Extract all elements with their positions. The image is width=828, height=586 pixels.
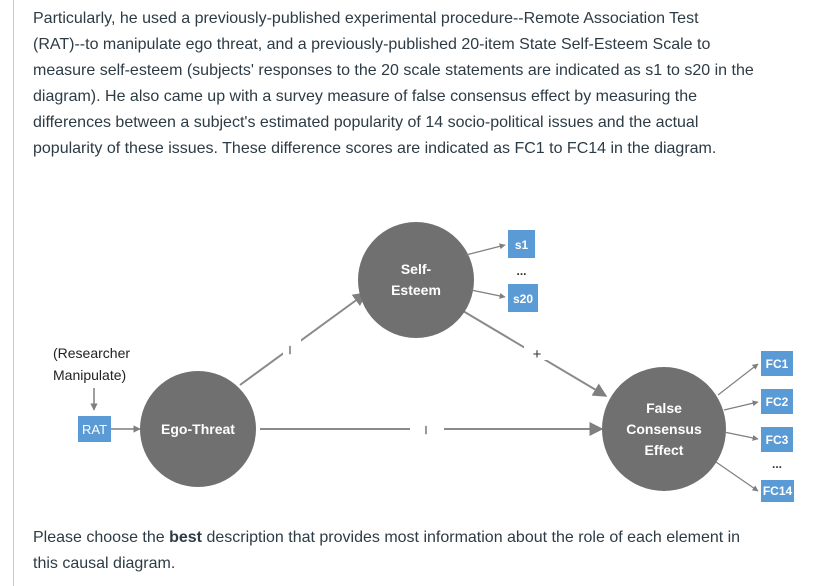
s1-box — [508, 230, 535, 258]
s20-label: s20 — [513, 292, 533, 306]
sign-ego-to-fce: – — [418, 426, 435, 435]
question-paragraph: Please choose the best description that … — [33, 525, 818, 577]
fc14-box — [761, 480, 794, 502]
selfesteem-to-s1-arrow — [465, 243, 506, 256]
fc2-box — [761, 389, 793, 414]
self-esteem-node — [358, 222, 474, 338]
fce-label-line1: False — [646, 400, 682, 416]
fc2-label: FC2 — [766, 395, 789, 409]
ego-threat-node — [140, 371, 256, 487]
intro-line: differences between a subject's estimate… — [33, 114, 699, 131]
fce-to-fc2-arrow — [723, 400, 759, 411]
sign-selfesteem-to-fce: + — [533, 346, 542, 363]
question-text-after: description that provides most informati… — [202, 529, 741, 546]
intro-line: Particularly, he used a previously-publi… — [33, 10, 699, 27]
intro-line: diagram). He also came up with a survey … — [33, 88, 698, 105]
false-consensus-effect-node — [602, 367, 726, 491]
s20-box — [508, 284, 538, 312]
fc14-label: FC14 — [763, 484, 793, 498]
self-esteem-label-line1: Self- — [401, 261, 432, 277]
researcher-label-line2: Manipulate) — [53, 367, 126, 383]
fc-ellipsis: ... — [772, 457, 782, 471]
intro-paragraph: Particularly, he used a previously-publi… — [33, 6, 818, 162]
selfesteem-to-s20-arrow — [470, 289, 506, 299]
question-emphasis: best — [169, 529, 202, 546]
intro-line: (RAT)--to manipulate ego threat, and a p… — [33, 36, 711, 53]
fce-to-fc3-arrow — [723, 431, 759, 441]
fce-to-fc1-arrow — [717, 363, 759, 396]
ego-to-selfesteem-arrow — [239, 292, 368, 386]
fc1-label: FC1 — [766, 357, 789, 371]
fce-to-fc14-arrow — [715, 461, 759, 492]
question-text-before: Please choose the — [33, 529, 170, 546]
s1-label: s1 — [515, 238, 529, 252]
intro-line: popularity of these issues. These differ… — [33, 140, 717, 157]
researcher-label-line1: (Researcher — [53, 345, 130, 361]
fce-label-line2: Consensus — [626, 421, 702, 437]
fc3-box — [761, 427, 793, 452]
s-ellipsis: ... — [516, 264, 526, 278]
question-line2: this causal diagram. — [33, 555, 176, 572]
ego-threat-label: Ego-Threat — [161, 421, 235, 437]
rat-box — [78, 416, 111, 442]
fc1-box — [761, 351, 793, 376]
content-frame — [13, 0, 828, 586]
intro-line: measure self-esteem (subjects' responses… — [33, 62, 754, 79]
fce-label-line3: Effect — [645, 442, 684, 458]
rat-label: RAT — [82, 422, 107, 437]
self-esteem-label-line2: Esteem — [391, 282, 441, 298]
sign-ego-to-selfesteem: – — [282, 346, 299, 355]
question-line1: Please choose the best description that … — [33, 525, 818, 551]
fc3-label: FC3 — [766, 433, 789, 447]
